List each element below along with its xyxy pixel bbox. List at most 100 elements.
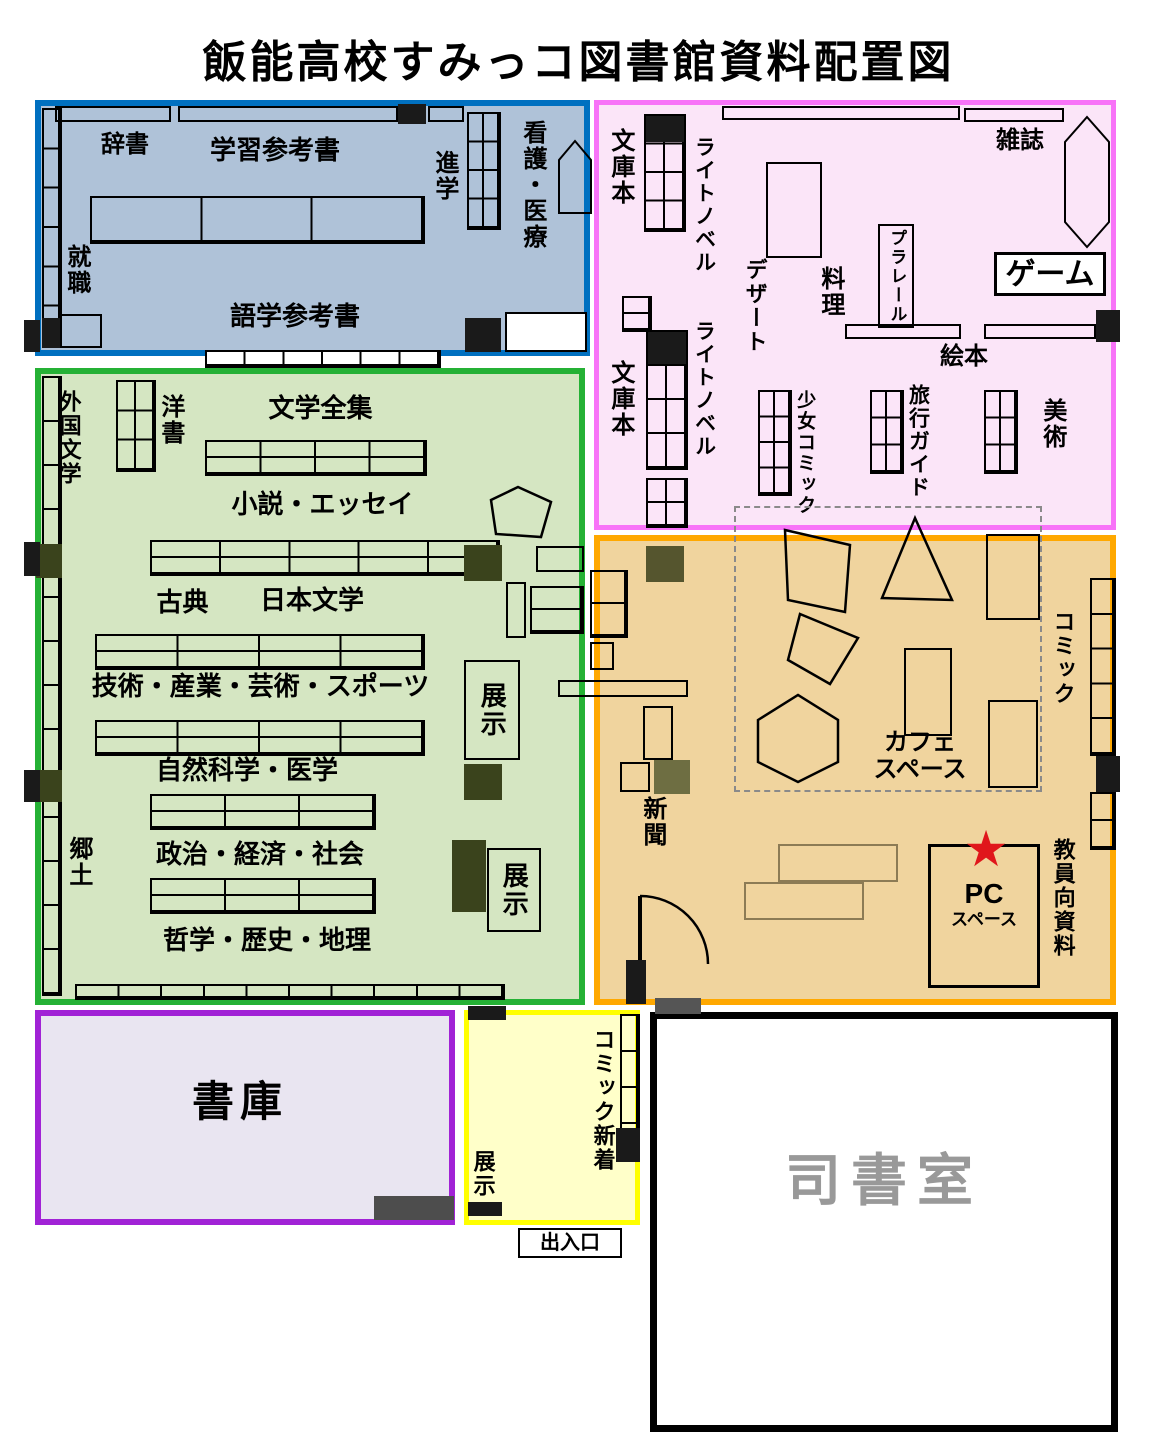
display-stand [36,544,62,578]
label-politics-economy-society: 政治・経済・社会 [155,839,364,869]
bookshelf [984,390,1018,474]
label-dessert: デザート [742,258,768,354]
display-case-2: 展示 [487,848,541,932]
label-literature-collection: 文学全集 [268,393,373,423]
label-travel-guide: 旅行ガイド [906,384,930,499]
cafe-area-outline [734,506,1042,792]
shelf [60,314,102,348]
label-new-comics: コミック新着 [590,1028,616,1172]
shelf [766,162,822,258]
door-marker [616,1128,640,1162]
door-marker [468,1006,506,1020]
label-paperbacks-2: 文庫本 [606,360,634,438]
bookshelf [1090,792,1116,850]
door-marker [655,998,701,1014]
game-box: ゲーム [994,252,1106,296]
label-philosophy-history-geography: 哲学・歴史・地理 [162,925,371,955]
label-language-reference: 語学参考書 [229,301,360,331]
bookshelf [646,478,688,528]
label-stacks: 書庫 [191,1078,288,1125]
label-librarian-room: 司書室 [785,1149,983,1212]
display-stand-shape [558,139,592,214]
label-novels-essays: 小説・エッセイ [231,489,414,519]
label-picture-books: 絵本 [940,343,988,370]
table [536,546,584,572]
label-entrance: 出入口 [540,1232,600,1254]
shelf [428,106,464,122]
label-employment: 就職 [62,244,90,296]
zone-librarian-room [650,1012,1118,1432]
shelf [55,106,171,122]
shelf [505,312,587,352]
door-marker [1096,756,1120,792]
label-display-2: 展示 [499,862,530,918]
door-marker [1096,310,1120,342]
page-title: 飯能高校すみっコ図書館資料配置図 [202,38,955,87]
door-marker [468,1202,502,1216]
label-natural-science-medicine: 自然科学・医学 [155,755,338,785]
label-comics: コミック [1050,610,1076,706]
label-nursing-medical: 看護・医療 [518,120,546,250]
newspaper-rack [643,706,673,760]
bookshelf [467,112,501,230]
label-game: ゲーム [1005,257,1095,291]
label-cooking: 料理 [816,266,844,318]
table [986,534,1040,620]
shelf [984,324,1096,339]
display-stand [464,545,502,581]
pc-area [928,844,1040,988]
display-case-1: 展示 [464,660,520,760]
bookshelf [42,376,62,996]
label-advancement: 進学 [430,150,458,202]
label-magazines: 雑誌 [996,127,1044,154]
door-marker [42,318,62,348]
bookshelf [150,878,376,914]
shelf [178,106,398,122]
display-stand [654,760,690,794]
bookshelf [42,108,62,348]
label-foreign-literature: 外国文学 [56,390,82,486]
table [904,648,952,736]
bookshelf [116,380,156,472]
display-stand-shape [1064,115,1110,249]
door-marker [398,104,426,124]
plarail-box: プラレール [878,224,914,328]
shelf [622,296,652,332]
display-stand [452,840,486,912]
door-marker [24,770,40,802]
door-marker [24,320,40,352]
table [506,582,526,638]
shelf [205,350,441,368]
label-pc-space: スペース [951,910,1017,929]
bookshelf [150,540,500,576]
star-icon: ★ [963,821,1009,877]
door-marker [648,332,686,364]
label-dictionary: 辞書 [101,131,149,158]
entrance-sign: 出入口 [518,1228,622,1258]
zone-stacks [35,1010,455,1225]
label-study-reference: 学習参考書 [209,135,340,165]
cafe-tables [756,514,954,784]
bookshelf [205,440,427,476]
label-plarail: プラレール [887,228,907,324]
label-newspaper: 新聞 [638,796,666,848]
shelf [722,106,960,120]
door-marker [24,542,40,576]
shelf [964,108,1064,122]
label-classics: 古典 [156,587,209,617]
label-paperbacks-1: 文庫本 [606,128,634,206]
table [590,570,628,638]
door-marker [374,1196,454,1220]
bookshelf [870,390,904,474]
door-marker [646,116,684,142]
display-stand [36,770,62,802]
label-pc: PC [964,878,1004,909]
table [530,586,584,634]
table [744,882,864,920]
label-display: 展示 [470,1150,496,1198]
label-light-novel-2: ライトノベル [692,320,716,458]
bookshelf [95,720,425,756]
bookshelf [1090,578,1116,756]
label-art: 美術 [1038,398,1066,450]
